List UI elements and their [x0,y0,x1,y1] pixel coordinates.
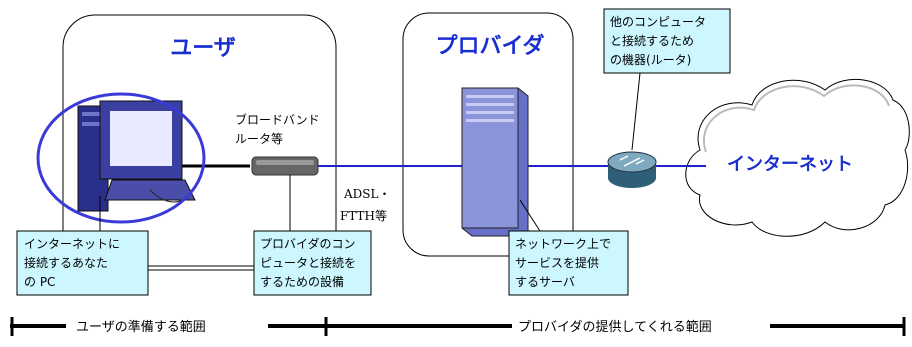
scope-bar [10,317,906,336]
pc-callout-line2: 接続するあなた [24,255,108,270]
broadband-router-image [251,156,319,176]
isp-router-image [607,151,657,188]
link-label-line2: FTTH等 [340,209,387,223]
internet-cloud [685,78,910,237]
server-callout-line2: サービスを提供 [515,255,599,270]
server-callout-line1: ネットワーク上で [515,237,611,251]
provider-zone-box [402,12,574,257]
router-callout-line3: するための設備 [260,274,344,289]
isp-router-callout: 他のコンピュータ と接続するため の機器(ルータ) [603,8,731,151]
router-callout-line2: ピュータと接続を [260,255,356,270]
user-zone-box [62,14,337,271]
isp-router-callout-line1: 他のコンピュータ [610,15,706,29]
isp-router-callout-line2: と接続するため [610,33,694,48]
router-label-line2: ルータ等 [235,132,283,146]
router-callout: プロバイダのコン ピュータと接続を するための設備 [253,175,372,296]
user-zone-title: ユーザ [170,36,236,61]
isp-router-callout-line3: の機器(ルータ) [610,52,691,67]
pc-callout-line3: の PC [24,275,55,289]
router-label-line1: ブロードバンド [235,112,320,127]
user-scope-label: ユーザの準備する範囲 [76,319,206,335]
provider-zone-title: プロバイダ [435,33,544,59]
pc-callout-line1: インターネットに [24,237,120,251]
pc-image [77,100,196,212]
server-callout-line3: するサーバ [515,275,575,289]
router-callout-line1: プロバイダのコン [260,236,356,251]
server-image [461,87,529,237]
provider-scope-label: プロバイダの提供してくれる範囲 [518,319,712,335]
pc-callout: インターネットに 接続するあなた の PC [16,196,325,296]
internet-title: インターネット [727,154,853,175]
link-label-line1: ADSL・ [343,187,390,201]
server-callout: ネットワーク上で サービスを提供 するサーバ [508,199,629,296]
pc-highlight-ellipse [36,92,206,224]
